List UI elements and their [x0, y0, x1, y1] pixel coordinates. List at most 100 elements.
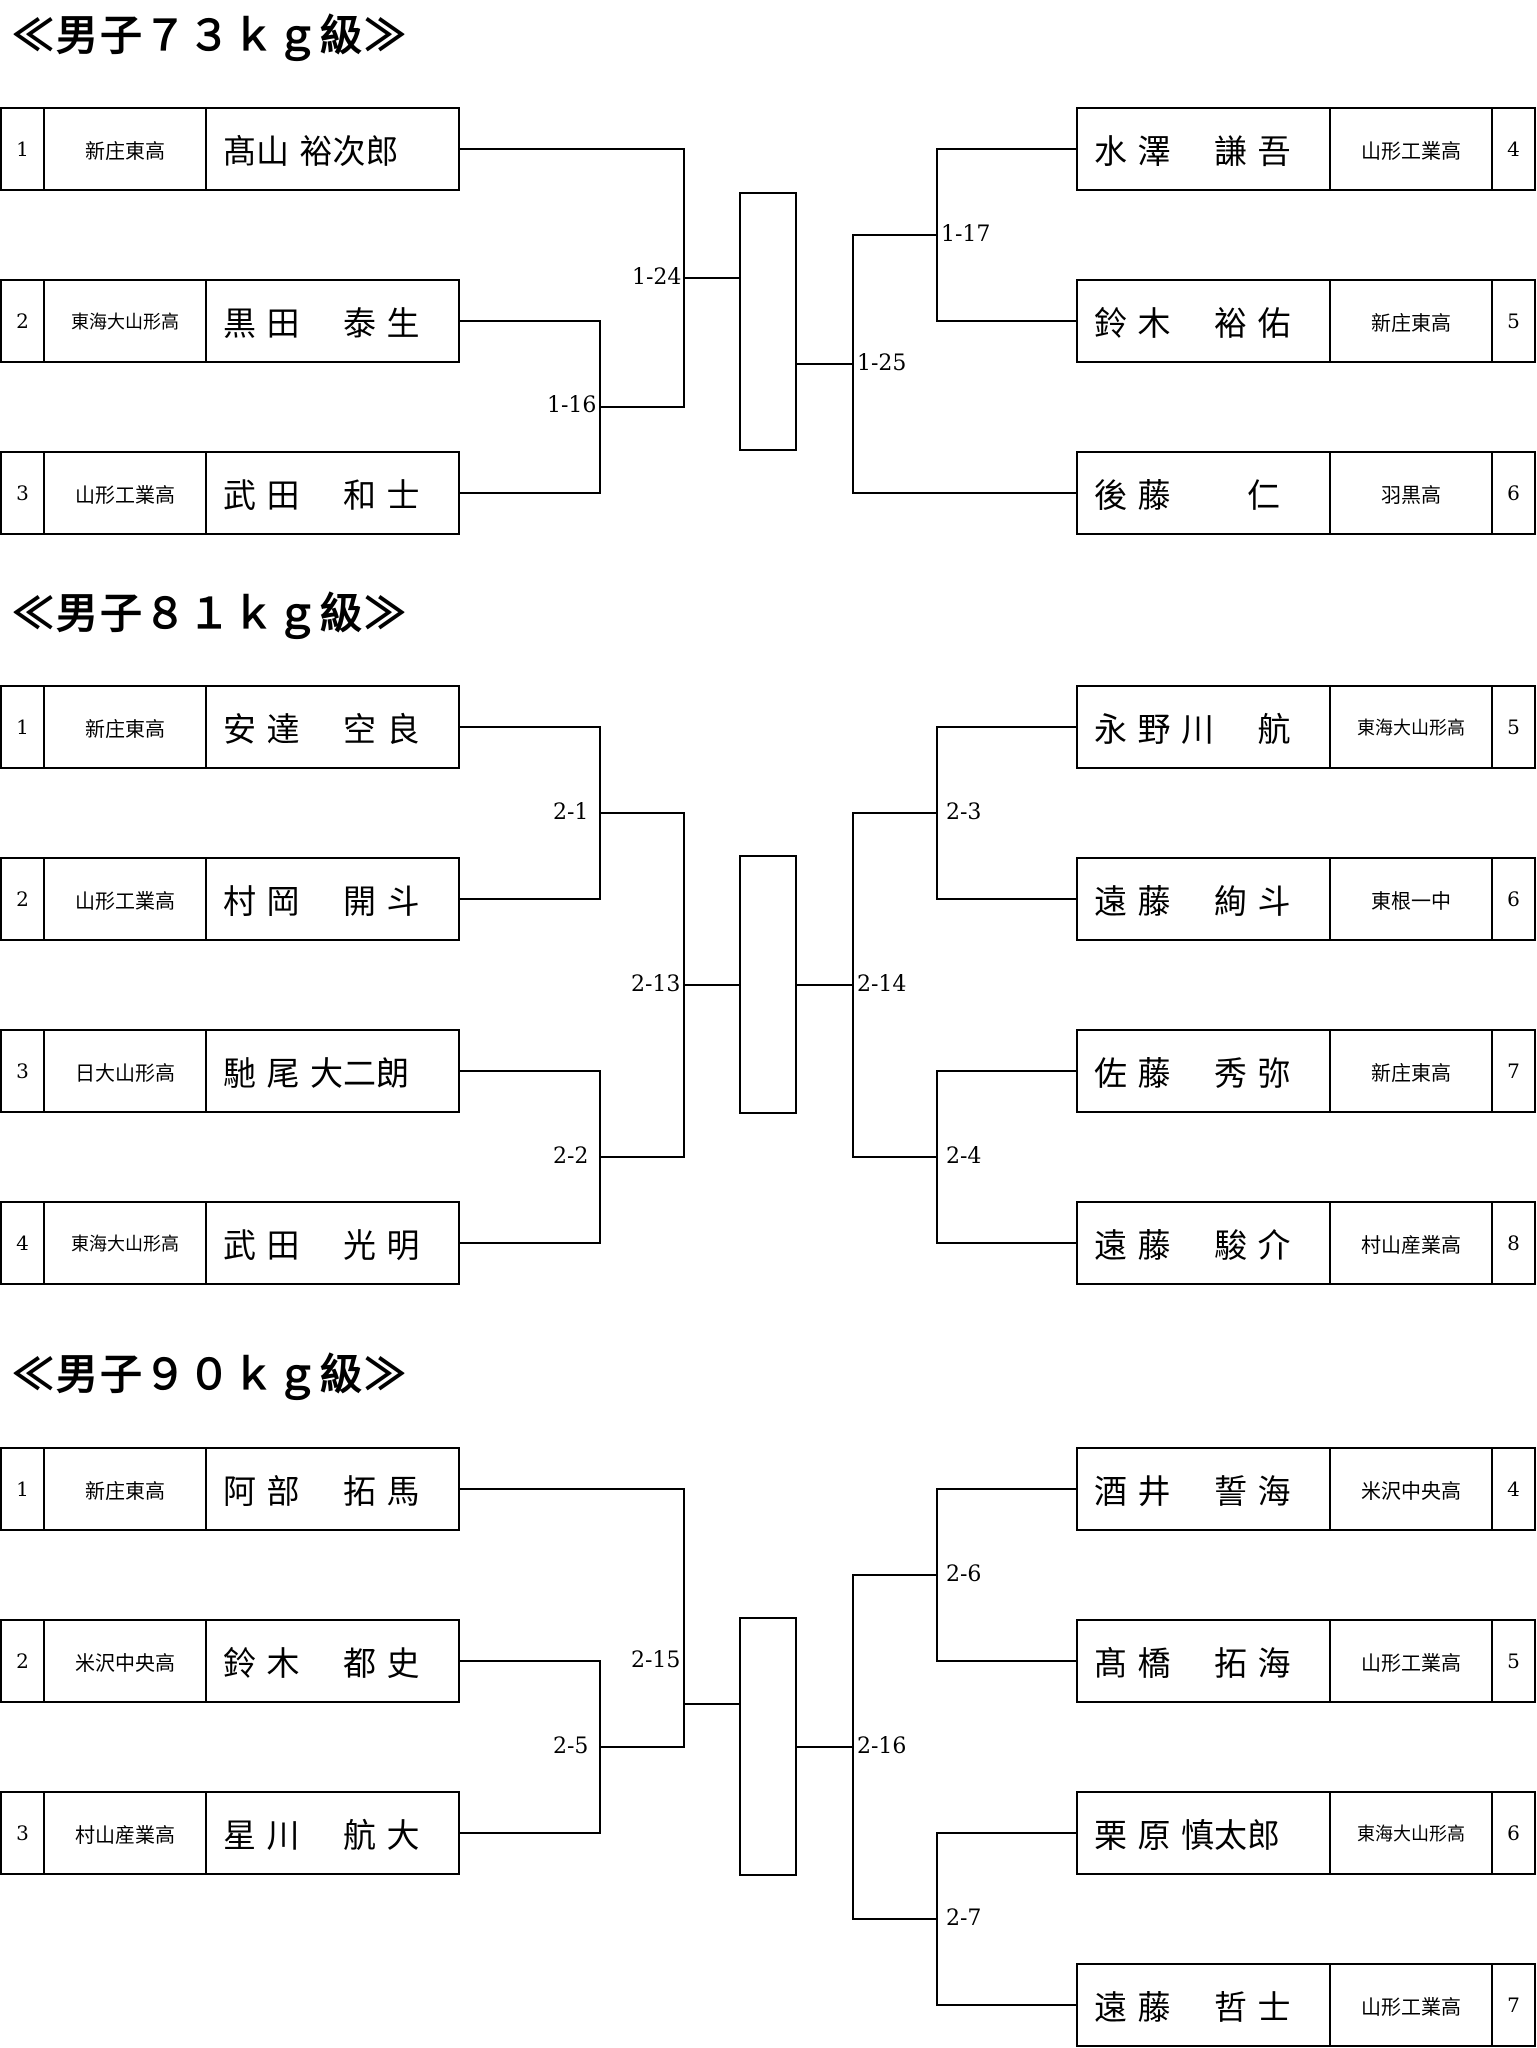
competitor-name: 遠 藤 絢 斗 — [1078, 859, 1331, 939]
competitor-name: 酒 井 誓 海 — [1078, 1449, 1331, 1529]
school-name: 東海大山形高 — [1331, 687, 1493, 767]
competitor-entry: 2 東海大山形高 黒 田 泰 生 — [0, 279, 460, 363]
competitor-name: 鈴 木 都 史 — [223, 1644, 420, 1683]
competitor-name: 武 田 和 士 — [223, 476, 420, 515]
match-number: 2-5 — [552, 1734, 590, 1759]
competitor-entry: 遠 藤 駿 介 村山産業高 8 — [1076, 1201, 1536, 1285]
school-name: 山形工業高 — [1331, 1965, 1493, 2045]
competitor-entry: 水 澤 謙 吾 山形工業高 4 — [1076, 107, 1536, 191]
competitor-name: 髙山 裕次郎 — [223, 132, 399, 171]
final-box — [739, 1617, 797, 1876]
competitor-name: 遠 藤 駿 介 — [1078, 1203, 1331, 1283]
competitor-entry: 酒 井 誓 海 米沢中央高 4 — [1076, 1447, 1536, 1531]
seed-number: 1 — [2, 109, 45, 189]
competitor-name: 武 田 光 明 — [223, 1226, 420, 1265]
match-number: 2-4 — [945, 1144, 983, 1169]
competitor-name: 星 川 航 大 — [223, 1816, 420, 1855]
bracket-line — [458, 320, 601, 494]
seed-number: 7 — [1507, 1059, 1520, 1083]
competitor-entry: 佐 藤 秀 弥 新庄東高 7 — [1076, 1029, 1536, 1113]
competitor-entry: 3 山形工業高 武 田 和 士 — [0, 451, 460, 535]
seed-number: 6 — [1507, 481, 1520, 505]
match-number: 2-1 — [552, 800, 590, 825]
match-number: 2-13 — [630, 972, 682, 997]
bracket-line — [458, 1660, 601, 1834]
competitor-entry: 永 野 川 航 東海大山形高 5 — [1076, 685, 1536, 769]
final-box — [739, 855, 797, 1114]
school-name: 新庄東高 — [45, 1449, 207, 1529]
school-name: 山形工業高 — [1331, 1621, 1493, 1701]
section-title-90kg: ≪男子９０ｋｇ級≫ — [12, 1350, 409, 1399]
seed-number: 3 — [2, 1793, 45, 1873]
seed-number: 1 — [2, 687, 45, 767]
final-box — [739, 192, 797, 451]
match-number: 1-25 — [856, 351, 908, 376]
seed-number: 2 — [2, 281, 45, 361]
seed-number: 8 — [1507, 1231, 1520, 1255]
seed-number: 5 — [1507, 715, 1520, 739]
school-name: 羽黒高 — [1331, 453, 1493, 533]
competitor-name: 栗 原 慎太郎 — [1078, 1793, 1331, 1873]
seed-number: 3 — [2, 453, 45, 533]
bracket-line — [458, 1488, 685, 1748]
school-name: 日大山形高 — [45, 1031, 207, 1111]
section-title-73kg: ≪男子７３ｋｇ級≫ — [12, 11, 409, 60]
competitor-name: 佐 藤 秀 弥 — [1078, 1031, 1331, 1111]
match-number: 2-7 — [945, 1906, 983, 1931]
competitor-name: 黒 田 泰 生 — [223, 304, 420, 343]
competitor-name: 髙 橋 拓 海 — [1078, 1621, 1331, 1701]
competitor-name: 馳 尾 大二朗 — [223, 1054, 409, 1093]
match-number: 1-16 — [546, 393, 598, 418]
school-name: 東海大山形高 — [1331, 1793, 1493, 1873]
competitor-entry: 2 山形工業高 村 岡 開 斗 — [0, 857, 460, 941]
seed-number: 4 — [1507, 1477, 1520, 1501]
competitor-entry: 1 新庄東高 安 達 空 良 — [0, 685, 460, 769]
competitor-name: 後 藤 仁 — [1078, 453, 1331, 533]
school-name: 山形工業高 — [1331, 109, 1493, 189]
competitor-name: 村 岡 開 斗 — [223, 882, 420, 921]
seed-number: 2 — [2, 1621, 45, 1701]
seed-number: 5 — [1507, 1649, 1520, 1673]
competitor-entry: 4 東海大山形高 武 田 光 明 — [0, 1201, 460, 1285]
seed-number: 6 — [1507, 887, 1520, 911]
school-name: 東海大山形高 — [45, 281, 207, 361]
competitor-entry: 3 村山産業高 星 川 航 大 — [0, 1791, 460, 1875]
school-name: 米沢中央高 — [1331, 1449, 1493, 1529]
seed-number: 4 — [2, 1203, 45, 1283]
competitor-entry: 3 日大山形高 馳 尾 大二朗 — [0, 1029, 460, 1113]
school-name: 米沢中央高 — [45, 1621, 207, 1701]
school-name: 山形工業高 — [45, 859, 207, 939]
match-number: 2-2 — [552, 1144, 590, 1169]
school-name: 山形工業高 — [45, 453, 207, 533]
competitor-entry: 1 新庄東高 髙山 裕次郎 — [0, 107, 460, 191]
match-number: 2-6 — [945, 1562, 983, 1587]
school-name: 東根一中 — [1331, 859, 1493, 939]
school-name: 村山産業高 — [45, 1793, 207, 1873]
competitor-entry: 1 新庄東高 阿 部 拓 馬 — [0, 1447, 460, 1531]
competitor-entry: 鈴 木 裕 佑 新庄東高 5 — [1076, 279, 1536, 363]
competitor-name: 安 達 空 良 — [223, 710, 420, 749]
competitor-entry: 後 藤 仁 羽黒高 6 — [1076, 451, 1536, 535]
school-name: 新庄東高 — [1331, 1031, 1493, 1111]
competitor-entry: 髙 橋 拓 海 山形工業高 5 — [1076, 1619, 1536, 1703]
school-name: 村山産業高 — [1331, 1203, 1493, 1283]
competitor-name: 鈴 木 裕 佑 — [1078, 281, 1331, 361]
competitor-name: 阿 部 拓 馬 — [223, 1472, 420, 1511]
seed-number: 4 — [1507, 137, 1520, 161]
seed-number: 3 — [2, 1031, 45, 1111]
school-name: 新庄東高 — [45, 687, 207, 767]
match-number: 1-24 — [631, 265, 683, 290]
competitor-entry: 遠 藤 哲 士 山形工業高 7 — [1076, 1963, 1536, 2047]
competitor-entry: 遠 藤 絢 斗 東根一中 6 — [1076, 857, 1536, 941]
match-number: 2-16 — [856, 1734, 908, 1759]
competitor-name: 永 野 川 航 — [1078, 687, 1331, 767]
competitor-name: 遠 藤 哲 士 — [1078, 1965, 1331, 2045]
match-number: 2-14 — [856, 972, 908, 997]
seed-number: 7 — [1507, 1993, 1520, 2017]
school-name: 新庄東高 — [45, 109, 207, 189]
match-number: 2-15 — [630, 1648, 682, 1673]
seed-number: 2 — [2, 859, 45, 939]
seed-number: 1 — [2, 1449, 45, 1529]
match-number: 2-3 — [945, 800, 983, 825]
